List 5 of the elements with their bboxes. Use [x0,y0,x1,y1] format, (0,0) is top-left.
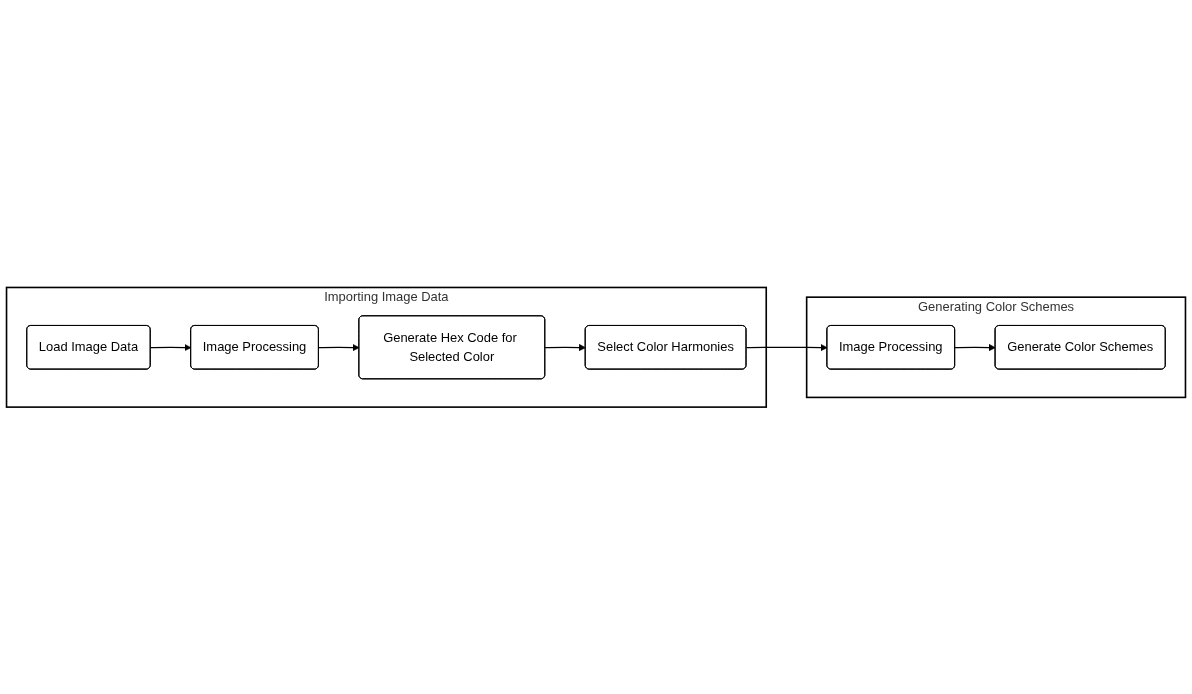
arrow [150,343,192,351]
arrow [544,343,586,351]
arrow [954,343,996,351]
arrow [318,343,360,351]
arrow [745,343,828,351]
